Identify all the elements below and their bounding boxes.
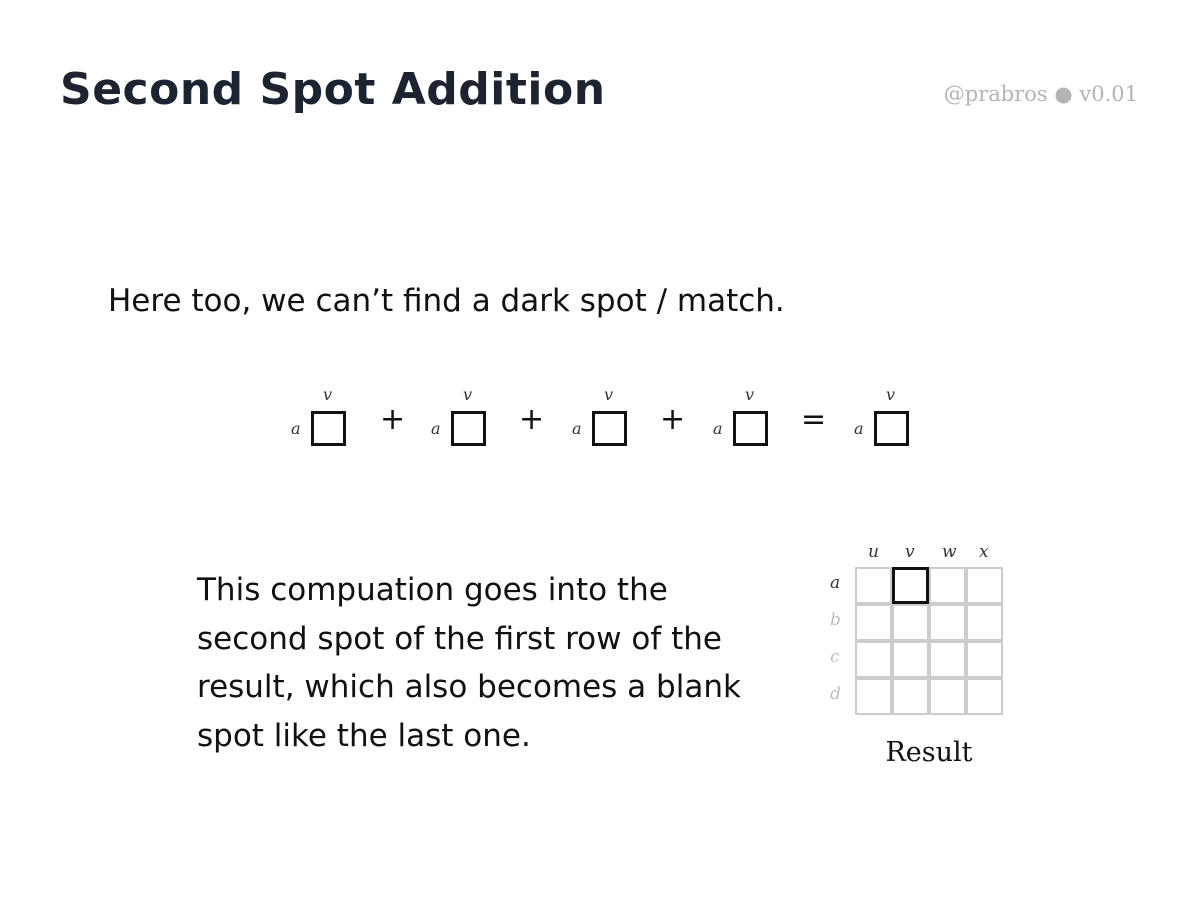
grid-column-label: v — [905, 542, 915, 562]
grid-cell — [966, 567, 1003, 604]
grid-row-label: a — [830, 573, 841, 593]
grid-cell — [855, 678, 892, 715]
cell-square — [733, 411, 768, 446]
grid-cell — [929, 604, 966, 641]
cell-square — [592, 411, 627, 446]
grid-row-label: d — [830, 684, 841, 704]
plus-sign: + — [660, 402, 686, 437]
grid-cell — [966, 604, 1003, 641]
grid-cell — [929, 641, 966, 678]
row-label: a — [713, 419, 723, 438]
grid-cell — [966, 678, 1003, 715]
grid-cell — [855, 641, 892, 678]
grid-row-label: b — [830, 610, 841, 630]
grid-cell — [855, 567, 892, 604]
plus-sign: + — [519, 402, 545, 437]
row-label: a — [291, 419, 301, 438]
column-label: v — [463, 385, 473, 404]
plus-sign: + — [380, 402, 406, 437]
row-label: a — [431, 419, 441, 438]
grid-column-label: w — [942, 542, 957, 562]
highlighted-cell — [892, 567, 929, 604]
grid-column-label: u — [868, 542, 879, 562]
grid-column-label: x — [979, 542, 989, 562]
description-text: This compuation goes into the second spo… — [197, 572, 741, 754]
grid-cell — [929, 567, 966, 604]
equals-sign: = — [801, 402, 827, 437]
grid-cell — [892, 641, 929, 678]
grid-cell — [892, 678, 929, 715]
column-label: v — [886, 385, 896, 404]
grid-row-label: c — [830, 647, 840, 667]
grid-cell — [855, 604, 892, 641]
cell-square — [451, 411, 486, 446]
grid-cell — [929, 678, 966, 715]
grid-cell — [966, 641, 1003, 678]
intro-text: Here too, we can’t find a dark spot / ma… — [108, 283, 785, 319]
author-version: @prabros ● v0.01 — [943, 82, 1138, 106]
column-label: v — [745, 385, 755, 404]
result-caption: Result — [885, 737, 973, 768]
cell-square — [874, 411, 909, 446]
cell-square — [311, 411, 346, 446]
page-title: Second Spot Addition — [60, 64, 606, 115]
row-label: a — [854, 419, 864, 438]
grid-cell — [892, 604, 929, 641]
row-label: a — [572, 419, 582, 438]
column-label: v — [323, 385, 333, 404]
column-label: v — [604, 385, 614, 404]
